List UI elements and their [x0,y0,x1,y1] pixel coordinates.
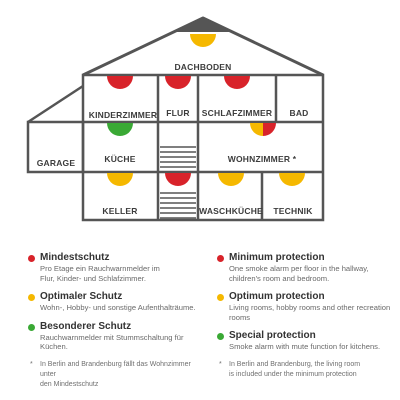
alarm-stair-hall [165,173,191,186]
stairs-ground [160,146,196,168]
alarm-living-yellow [263,123,276,136]
footnote-line: is included under the minimum protection [229,370,357,378]
house-diagram: DACHBODEN KINDERZIMMER FLUR SCHLAFZIMMER… [26,16,325,222]
legend-description: children's room and bedroom. [229,273,330,283]
room-label-kitchen: KÜCHE [104,154,135,164]
room-label-bath: BAD [289,108,308,118]
legend-description: One smoke alarm per floor in the hallway… [229,264,369,273]
alarm-technik [279,173,305,186]
alarm-attic [190,34,216,47]
footnote-english: * In Berlin and Brandenburg, the living … [217,360,397,380]
room-label-technik: TECHNIK [273,206,313,216]
room-label-attic: DACHBODEN [174,62,231,72]
room-label-garage: GARAGE [37,158,76,168]
alarm-living-red [250,123,263,136]
legend-title: Minimum protection [229,252,325,263]
footnote-german: * In Berlin and Brandenburg fällt das Wo… [28,360,208,390]
legend-title: Optimum protection [229,291,325,302]
room-label-hallway: FLUR [166,108,189,118]
room-label-kids-room: KINDERZIMMER [89,110,158,120]
red-dot-icon [217,255,224,262]
garage-roof [27,84,84,124]
legend-description: Living rooms, hobby rooms and other recr… [229,303,391,312]
alarm-kitchen [107,123,133,136]
green-dot-icon [28,323,35,331]
room-label-bedroom: SCHLAFZIMMER [202,108,272,118]
room-label-living-room: WOHNZIMMER * [228,154,297,164]
legend-description: Rauchwarnmelder mit Stummschaltung für [40,332,184,342]
house-body [81,73,325,222]
alarm-bedroom [224,76,250,89]
footnote-mark: * [30,360,33,368]
alarm-laundry [218,173,244,186]
footnote-line: den Mindestschutz [40,380,99,388]
red-dot-icon [28,255,35,262]
room-label-laundry: WASCHKÜCHE [199,206,263,216]
yellow-dot-icon [28,294,35,301]
alarm-kids-room [107,76,133,89]
legend-description: Küchen. [40,342,68,351]
legend-title: Mindestschutz [40,252,110,263]
alarm-cellar [107,173,133,186]
footnote-line: In Berlin and Brandenburg, the living ro… [229,360,361,368]
footnote-line: In Berlin and Brandenburg fällt das Wohn… [40,360,191,378]
legend-description: Flur, Kinder- und Schlafzimmer. [40,273,146,283]
room-label-cellar: KELLER [102,206,137,216]
legend-description: Pro Etage ein Rauchwarnmelder im [40,264,160,273]
legend-title: Besonderer Schutz [40,320,132,332]
legend-title: Optimaler Schutz [40,291,123,302]
legend-title: Special protection [229,330,316,341]
roof-peak [173,18,233,32]
yellow-dot-icon [217,294,224,301]
legend-description: rooms [229,312,251,322]
footnote-mark: * [219,360,222,368]
legend-description: Wohn-, Hobby- und sonstige Aufenthalträu… [40,303,196,312]
legend-description: Smoke alarm with mute function for kitch… [229,342,381,351]
stairs-basement [160,192,196,219]
green-dot-icon [217,333,224,340]
alarm-hallway [165,76,191,89]
